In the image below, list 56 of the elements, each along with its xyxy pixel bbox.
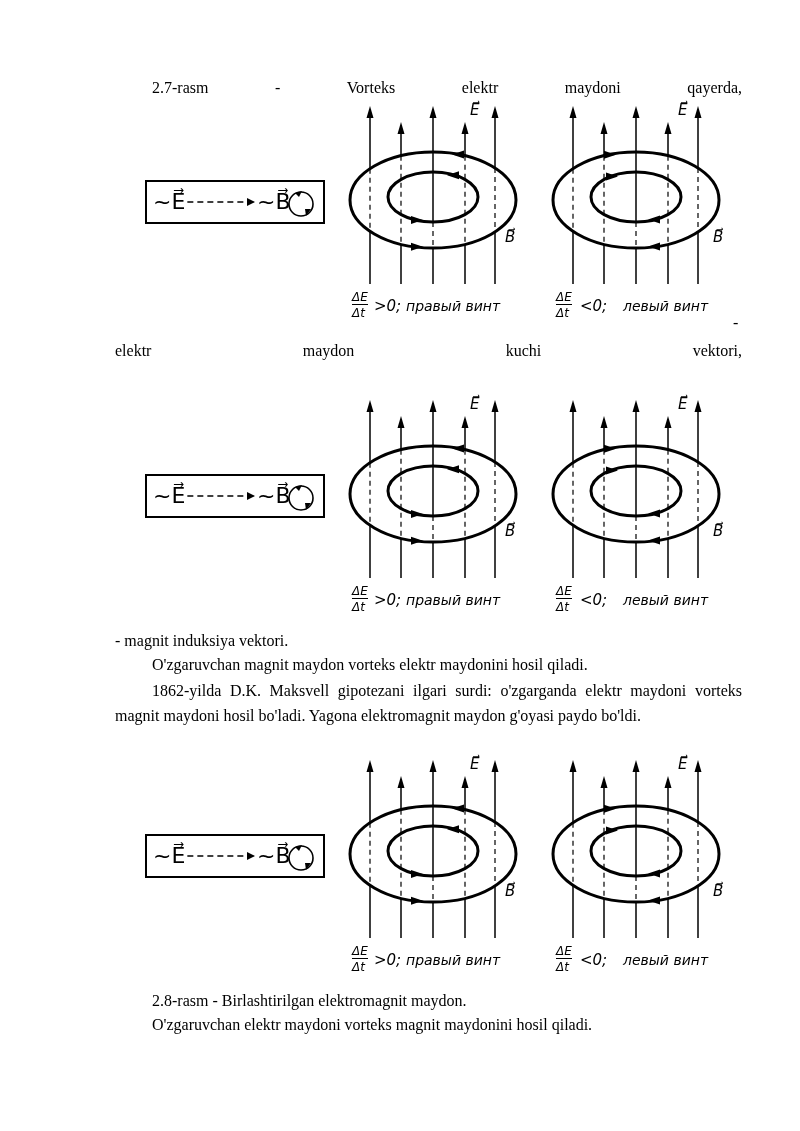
fraction-numerator: ΔE (556, 290, 572, 305)
fraction-denominator: Δt (352, 600, 365, 614)
caption-text: левый винт (623, 297, 709, 315)
field-symbol: ~B⃗ (257, 840, 291, 872)
inequality-label: <0; (580, 591, 608, 609)
fraction-numerator: ΔE (352, 584, 368, 599)
vector-label: E⃗ (678, 395, 688, 413)
dashed-arrow (186, 852, 256, 860)
body-text: 1862-yilda D.K. Maksvell gipotezani ilgari surdi: o'zgarganda elektr maydoni vorteks magnit maydoni hosil bo'ladi. Yagona elektromagnit maydon g'oyasi paydo bo'ldi. (115, 681, 742, 727)
fraction-numerator: ΔE (556, 944, 572, 959)
fraction-denominator: Δt (352, 960, 365, 974)
field-symbol: ~E⃗ (153, 480, 186, 512)
fraction-numerator: ΔE (352, 944, 368, 959)
field-symbol: ~E⃗ (153, 186, 186, 218)
caption-text: левый винт (623, 951, 709, 969)
caption-text: правый винт (406, 591, 501, 609)
diagram-frame (145, 180, 325, 224)
body-text: elektr maydon kuchi vektori, (115, 341, 742, 362)
vector-label: B⃗ (713, 882, 724, 900)
dashed-arrow (186, 492, 256, 500)
body-text: 2.8-rasm - Birlashtirilgan elektromagnit maydon. (152, 991, 467, 1012)
caption-text: левый винт (623, 591, 709, 609)
inequality-label: >0; (374, 297, 402, 315)
vector-label: B⃗ (713, 228, 724, 246)
fraction-denominator: Δt (352, 306, 365, 320)
vector-label: B⃗ (505, 882, 516, 900)
diagram-frame (145, 474, 325, 518)
inequality-label: <0; (580, 297, 608, 315)
fraction-denominator: Δt (556, 306, 569, 320)
fraction-numerator: ΔE (556, 584, 572, 599)
inequality-label: >0; (374, 951, 402, 969)
body-text: - magnit induksiya vektori. (115, 631, 289, 652)
vector-label: B⃗ (505, 228, 516, 246)
vector-label: E⃗ (470, 101, 480, 119)
vector-label: B⃗ (713, 522, 724, 540)
fraction-denominator: Δt (556, 600, 569, 614)
body-text: O'zgaruvchan elektr maydoni vorteks magnit maydonini hosil qiladi. (152, 1015, 593, 1036)
dashed-arrow (186, 198, 256, 206)
fraction-numerator: ΔE (352, 290, 368, 305)
body-text: 2.7-rasm - Vorteks elektr maydoni qayerda, (152, 78, 742, 99)
caption-text: правый винт (406, 951, 501, 969)
vector-label: E⃗ (678, 101, 688, 119)
field-symbol: ~B⃗ (257, 186, 291, 218)
body-text: O'zgaruvchan magnit maydon vorteks elektr maydonini hosil qiladi. (152, 655, 588, 676)
vector-label: E⃗ (470, 395, 480, 413)
field-symbol: ~E⃗ (153, 840, 186, 872)
body-text: - (733, 313, 739, 333)
vector-label: E⃗ (470, 755, 480, 773)
fraction-denominator: Δt (556, 960, 569, 974)
diagram-frame (145, 834, 325, 878)
inequality-label: >0; (374, 591, 402, 609)
vector-label: B⃗ (505, 522, 516, 540)
caption-text: правый винт (406, 297, 501, 315)
inequality-label: <0; (580, 951, 608, 969)
vector-label: E⃗ (678, 755, 688, 773)
field-symbol: ~B⃗ (257, 480, 291, 512)
